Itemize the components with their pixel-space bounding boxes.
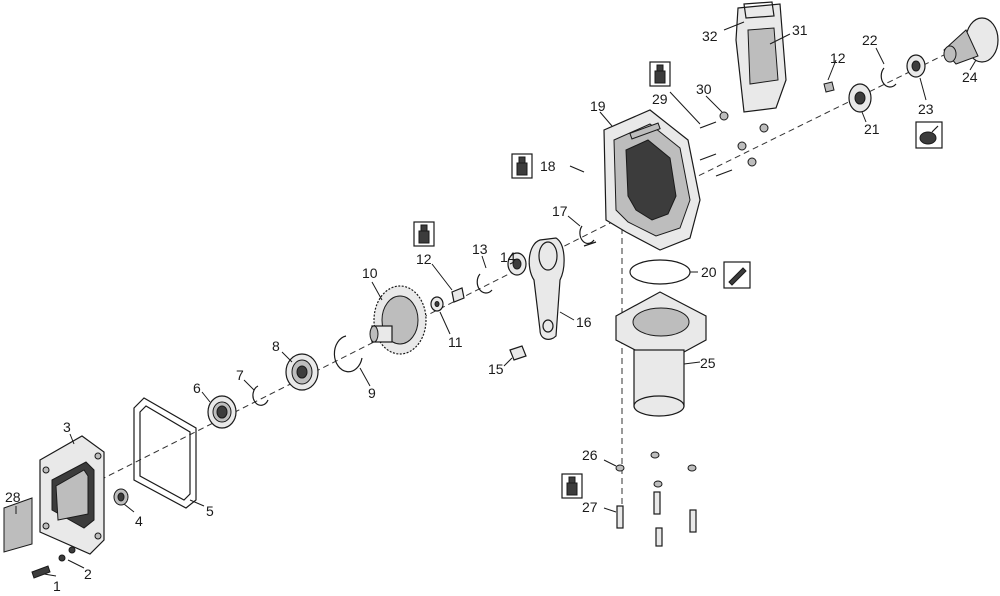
callout-24: 24 bbox=[962, 69, 978, 85]
callout-10: 10 bbox=[362, 265, 378, 281]
part-6-bearing bbox=[207, 395, 237, 429]
callout-2: 2 bbox=[84, 566, 92, 582]
callout-7: 7 bbox=[236, 367, 244, 383]
part-11-washer bbox=[430, 296, 444, 312]
callout-19: 19 bbox=[590, 98, 606, 114]
part-24-input-shaft bbox=[943, 17, 999, 65]
thread-locker-bottle-icon bbox=[561, 473, 583, 499]
callout-8: 8 bbox=[272, 338, 280, 354]
part-31-cover bbox=[735, 3, 787, 113]
part-4-plug bbox=[113, 488, 129, 506]
callout-23: 23 bbox=[918, 101, 934, 117]
part-12-bolt bbox=[451, 81, 835, 303]
callout-11: 11 bbox=[448, 334, 463, 350]
upper-axis bbox=[689, 51, 951, 181]
callout-29: 29 bbox=[652, 91, 668, 107]
part-27-bolts bbox=[616, 491, 697, 547]
part-21-bearing bbox=[848, 83, 872, 113]
callout-12-lower: 12 bbox=[416, 251, 432, 267]
part-25-cylinder-housing bbox=[615, 291, 707, 417]
part-17-snap-ring bbox=[579, 225, 597, 247]
part-19-housing bbox=[603, 109, 701, 251]
leader-lines bbox=[15, 21, 977, 577]
callout-12-upper: 12 bbox=[830, 50, 846, 66]
callout-30: 30 bbox=[696, 81, 712, 97]
callout-labels: 1 2 3 4 5 6 7 8 9 10 11 12 12 13 14 15 1… bbox=[5, 22, 978, 594]
part-3-end-cover bbox=[39, 435, 105, 555]
callout-15: 15 bbox=[488, 361, 504, 377]
part-1-screw bbox=[31, 565, 51, 579]
callout-13: 13 bbox=[472, 241, 488, 257]
grease-pot-icon bbox=[915, 121, 943, 149]
part-5-gasket bbox=[133, 397, 197, 509]
thread-locker-bottle-icon bbox=[649, 61, 671, 87]
part-2-washer bbox=[58, 546, 76, 562]
callout-4: 4 bbox=[135, 513, 143, 529]
callout-1: 1 bbox=[53, 578, 61, 594]
callout-5: 5 bbox=[206, 503, 214, 519]
part-30-nuts bbox=[719, 111, 769, 167]
callout-25: 25 bbox=[700, 355, 716, 371]
callout-18: 18 bbox=[540, 158, 556, 174]
callout-32: 32 bbox=[702, 28, 718, 44]
thread-locker-bottle-icon bbox=[413, 221, 435, 247]
part-10-gear bbox=[369, 285, 427, 355]
callout-28: 28 bbox=[5, 489, 21, 505]
part-28-cover-plate bbox=[3, 497, 33, 553]
part-23-seal bbox=[906, 54, 926, 78]
part-26-washers bbox=[615, 451, 697, 488]
callout-22: 22 bbox=[862, 32, 878, 48]
callout-3: 3 bbox=[63, 419, 71, 435]
thread-locker-bottle-icon bbox=[511, 153, 533, 179]
callout-27: 27 bbox=[582, 499, 598, 515]
part-32-gasket bbox=[743, 1, 775, 19]
callout-6: 6 bbox=[193, 380, 201, 396]
part-14-bearing bbox=[507, 252, 527, 276]
part-7-snap-ring bbox=[252, 385, 269, 406]
part-18-pin bbox=[569, 165, 585, 173]
callout-16: 16 bbox=[576, 314, 592, 330]
part-15-pin bbox=[509, 345, 527, 361]
callout-31: 31 bbox=[792, 22, 808, 38]
part-8-bearing bbox=[285, 353, 319, 391]
sealant-tube-icon bbox=[723, 261, 751, 289]
part-29-studs bbox=[699, 121, 733, 177]
part-16-lever bbox=[528, 237, 565, 340]
part-9-snap-ring bbox=[333, 335, 363, 373]
part-22-snap-ring bbox=[880, 67, 897, 88]
callout-26: 26 bbox=[582, 447, 598, 463]
assembly-axes bbox=[99, 51, 951, 510]
callout-14: 14 bbox=[500, 249, 516, 265]
callout-21: 21 bbox=[864, 121, 880, 137]
callout-20: 20 bbox=[701, 264, 717, 280]
part-13-snap-ring bbox=[476, 273, 493, 294]
part-20-o-ring bbox=[629, 259, 691, 285]
callout-17: 17 bbox=[552, 203, 568, 219]
callout-9: 9 bbox=[368, 385, 376, 401]
